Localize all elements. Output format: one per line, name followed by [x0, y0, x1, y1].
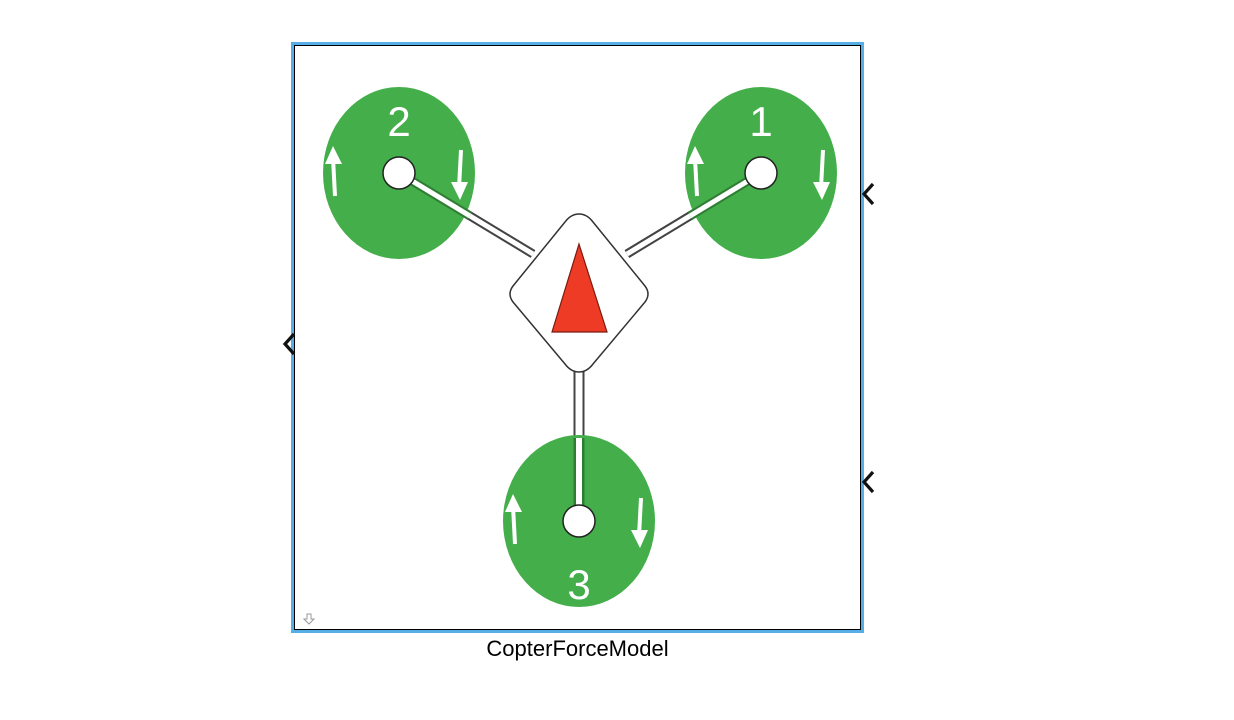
tricopter-icon: 2 1: [323, 87, 837, 608]
copter-force-model-block[interactable]: 2 1: [291, 42, 864, 633]
heading-arrow-icon: [551, 241, 608, 333]
rotor-3: 3: [503, 435, 655, 608]
block-name-label[interactable]: CopterForceModel: [486, 636, 669, 661]
block-frame: 2 1: [294, 45, 861, 630]
rotor-2: 2: [323, 87, 475, 259]
rotor-1-label: 1: [749, 98, 772, 145]
mask-arrow-icon[interactable]: [303, 613, 315, 625]
copter-body: [509, 213, 649, 373]
rotor-3-label: 3: [567, 561, 590, 608]
output-port-1-icon[interactable]: [859, 181, 877, 207]
output-port-2-icon[interactable]: [859, 469, 877, 495]
rotor-2-label: 2: [387, 98, 410, 145]
input-port-icon[interactable]: [280, 331, 298, 357]
rotor-1: 1: [685, 87, 837, 259]
